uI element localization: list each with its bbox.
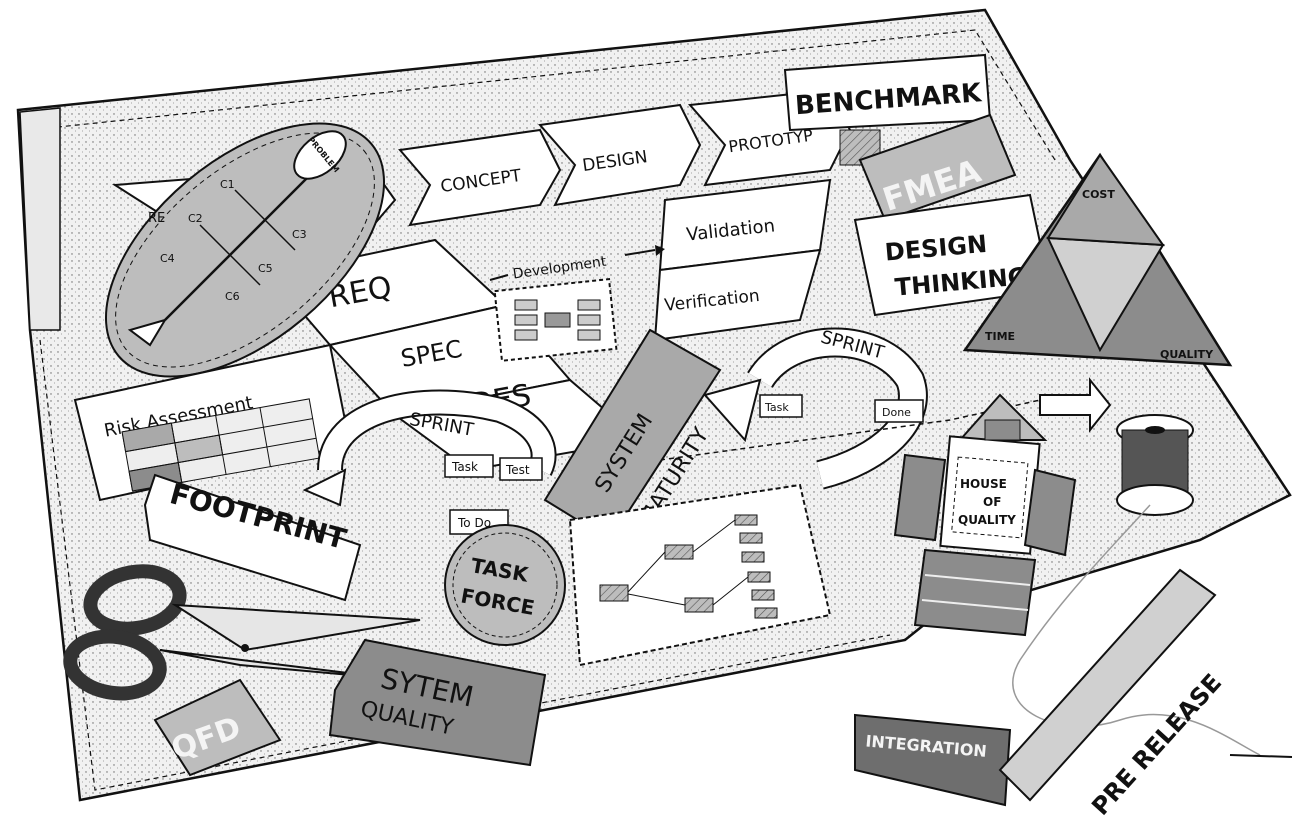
fishbone-patch: PROBLEM C1 C2 C3 C4 C5 C6 RE [104, 122, 386, 378]
sprint-loops: SPRINT SPRINT [302, 327, 1112, 507]
kanban-cards: Task Test Task Done To Do [444, 394, 924, 535]
c5-label: C5 [258, 262, 273, 275]
house-of-quality-line2: OF [983, 495, 1001, 509]
qfd-patch: QFD [153, 678, 282, 777]
house-of-quality-patch: HOUSE OF QUALITY [893, 393, 1077, 637]
re-label: RE [148, 211, 165, 226]
tree-diagram-patch [568, 483, 832, 667]
project-triangle: COST TIME QUALITY [962, 152, 1233, 367]
system-diagram-patch [493, 278, 618, 362]
cost-label: COST [1082, 188, 1115, 201]
task-force-patch: TASK FORCE [444, 524, 566, 646]
process-chevrons: CONCEPT DESIGN PROTOTYP [111, 88, 852, 257]
thread-spool [1012, 414, 1293, 758]
house-of-quality-line1: HOUSE [960, 477, 1007, 491]
benchmark-fmea: BENCHMARK FMEA [783, 53, 1017, 222]
c6-label: C6 [225, 290, 240, 303]
to-do-card: To Do [457, 516, 491, 530]
design-thinking: DESIGN THINKING [853, 193, 1052, 317]
done-card: Done [882, 406, 911, 419]
c4-label: C4 [160, 252, 175, 265]
scissors [63, 564, 421, 701]
house-of-quality-line3: QUALITY [958, 513, 1016, 527]
system-quality-patch: SYTEM QUALITY [328, 638, 547, 767]
c2-label: C2 [188, 212, 203, 225]
task-right-card: Task [764, 401, 789, 414]
test-card: Test [505, 463, 530, 477]
c1-label: C1 [220, 178, 235, 191]
task-left-card: Task [451, 460, 478, 474]
c3-label: C3 [292, 228, 307, 241]
quality-label: QUALITY [1160, 348, 1214, 361]
time-label: TIME [985, 330, 1015, 343]
